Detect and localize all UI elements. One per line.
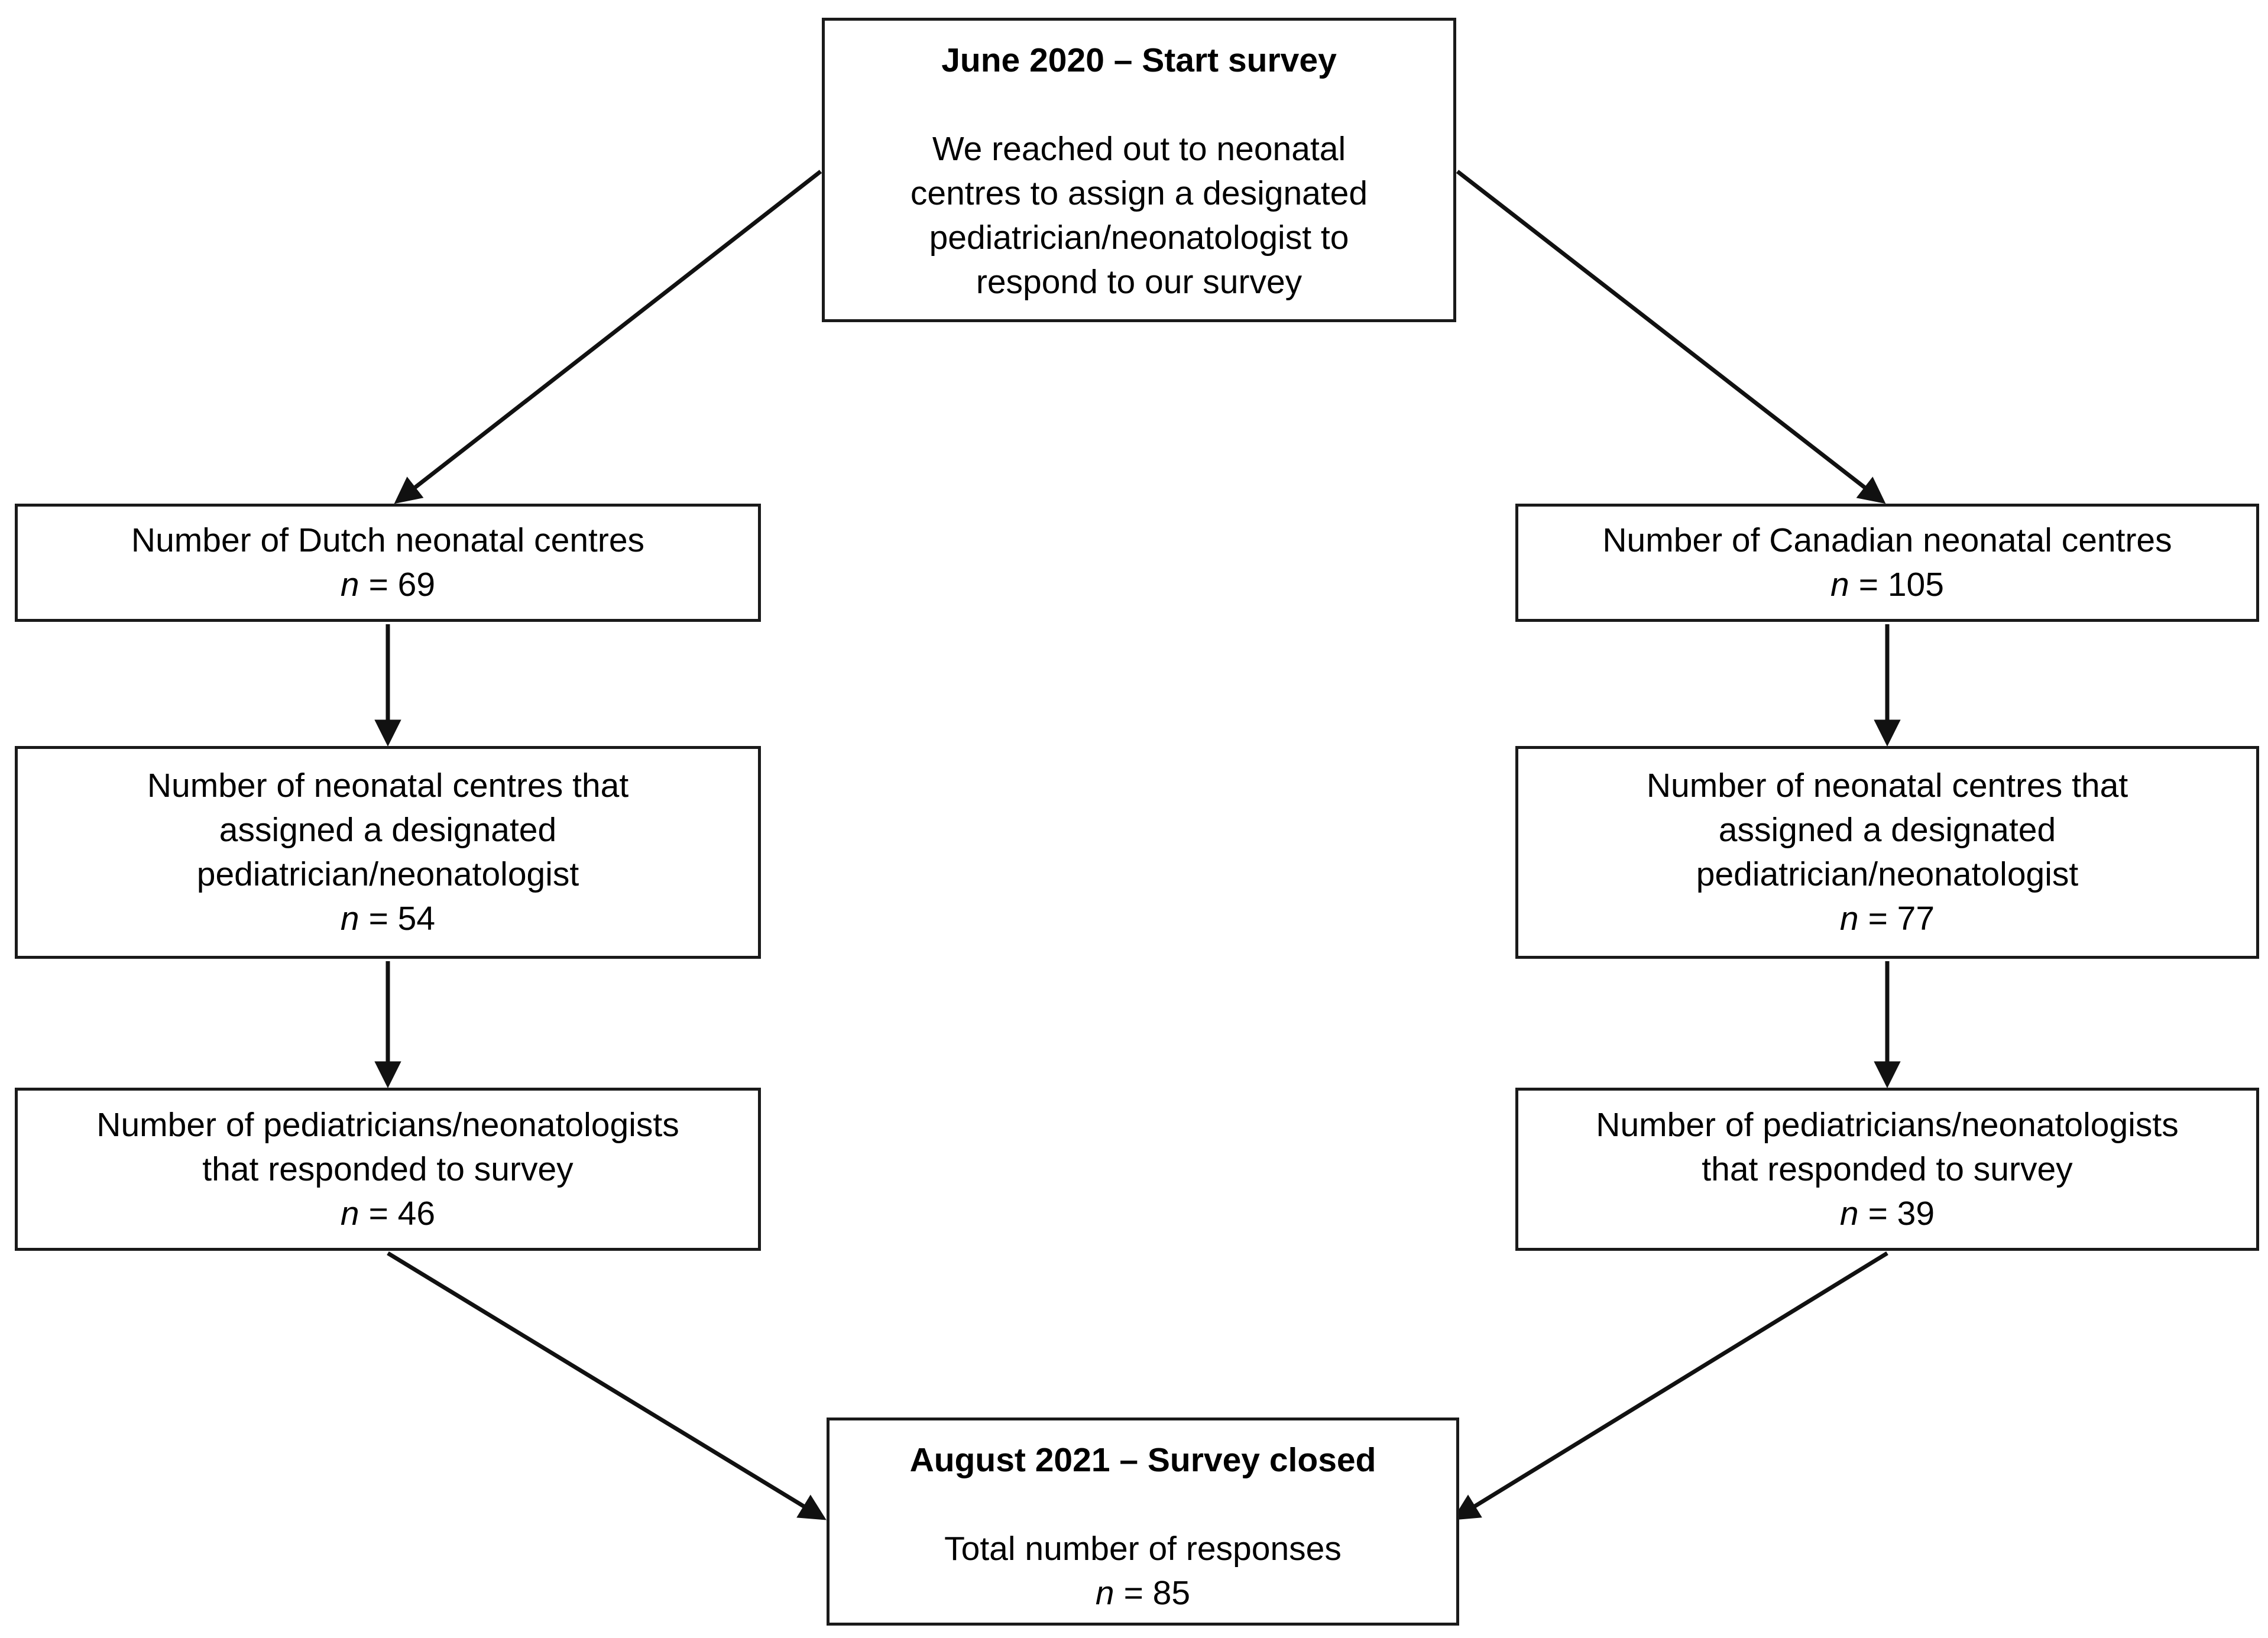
n-symbol: n <box>1830 566 1849 604</box>
box-canadian-responded: Number of pediatricians/neonatologists t… <box>1515 1088 2259 1251</box>
n-value: = 46 <box>368 1194 436 1232</box>
n-line: n= 105 <box>1830 563 1944 607</box>
box-canadian-assigned: Number of neonatal centres that assigned… <box>1515 746 2259 959</box>
n-value: = 39 <box>1868 1194 1935 1232</box>
box-survey-closed: August 2021 – Survey closed Total number… <box>827 1418 1459 1626</box>
box-label: Number of neonatal centres that assigned… <box>147 767 629 893</box>
n-symbol: n <box>1839 1194 1859 1232</box>
n-line: n= 39 <box>1840 1192 1935 1236</box>
n-line: n= 77 <box>1840 897 1935 941</box>
box-body: We reached out to neonatal centres to as… <box>910 130 1368 301</box>
box-label: Number of Dutch neonatal centres <box>131 521 645 559</box>
box-label: Number of pediatricians/neonatologists t… <box>1596 1105 2179 1188</box>
n-value: = 69 <box>368 566 436 604</box>
n-value: = 105 <box>1858 566 1944 604</box>
n-line: n= 69 <box>341 563 435 607</box>
n-symbol: n <box>1839 900 1859 938</box>
n-line: n= 85 <box>830 1571 1456 1616</box>
arrow-dutch-responded-to-closed <box>387 1251 827 1520</box>
box-body: Total number of responses <box>944 1530 1342 1568</box>
box-label: Number of Canadian neonatal centres <box>1602 521 2172 559</box>
box-heading: August 2021 – Survey closed <box>909 1441 1376 1479</box>
arrow-start-to-dutch-centres <box>394 170 822 504</box>
arrow-start-to-canadian-centres <box>1456 170 1886 504</box>
box-start-survey: June 2020 – Start survey We reached out … <box>822 18 1456 322</box>
box-label: Number of pediatricians/neonatologists t… <box>96 1105 679 1188</box>
arrow-canadian-responded-to-closed <box>1452 1251 1888 1520</box>
box-dutch-responded: Number of pediatricians/neonatologists t… <box>15 1088 761 1251</box>
n-symbol: n <box>1095 1574 1114 1612</box>
n-value: = 54 <box>368 900 436 938</box>
n-symbol: n <box>340 1194 359 1232</box>
n-value: = 77 <box>1868 900 1935 938</box>
n-value: = 85 <box>1123 1574 1191 1612</box>
box-dutch-assigned: Number of neonatal centres that assigned… <box>15 746 761 959</box>
box-heading: June 2020 – Start survey <box>941 41 1337 79</box>
box-canadian-centres: Number of Canadian neonatal centres n= 1… <box>1515 504 2259 622</box>
n-symbol: n <box>340 900 359 938</box>
n-line: n= 54 <box>341 897 435 941</box>
n-line: n= 46 <box>341 1192 435 1236</box>
box-label: Number of neonatal centres that assigned… <box>1646 767 2128 893</box>
n-symbol: n <box>340 566 359 604</box>
box-dutch-centres: Number of Dutch neonatal centres n= 69 <box>15 504 761 622</box>
